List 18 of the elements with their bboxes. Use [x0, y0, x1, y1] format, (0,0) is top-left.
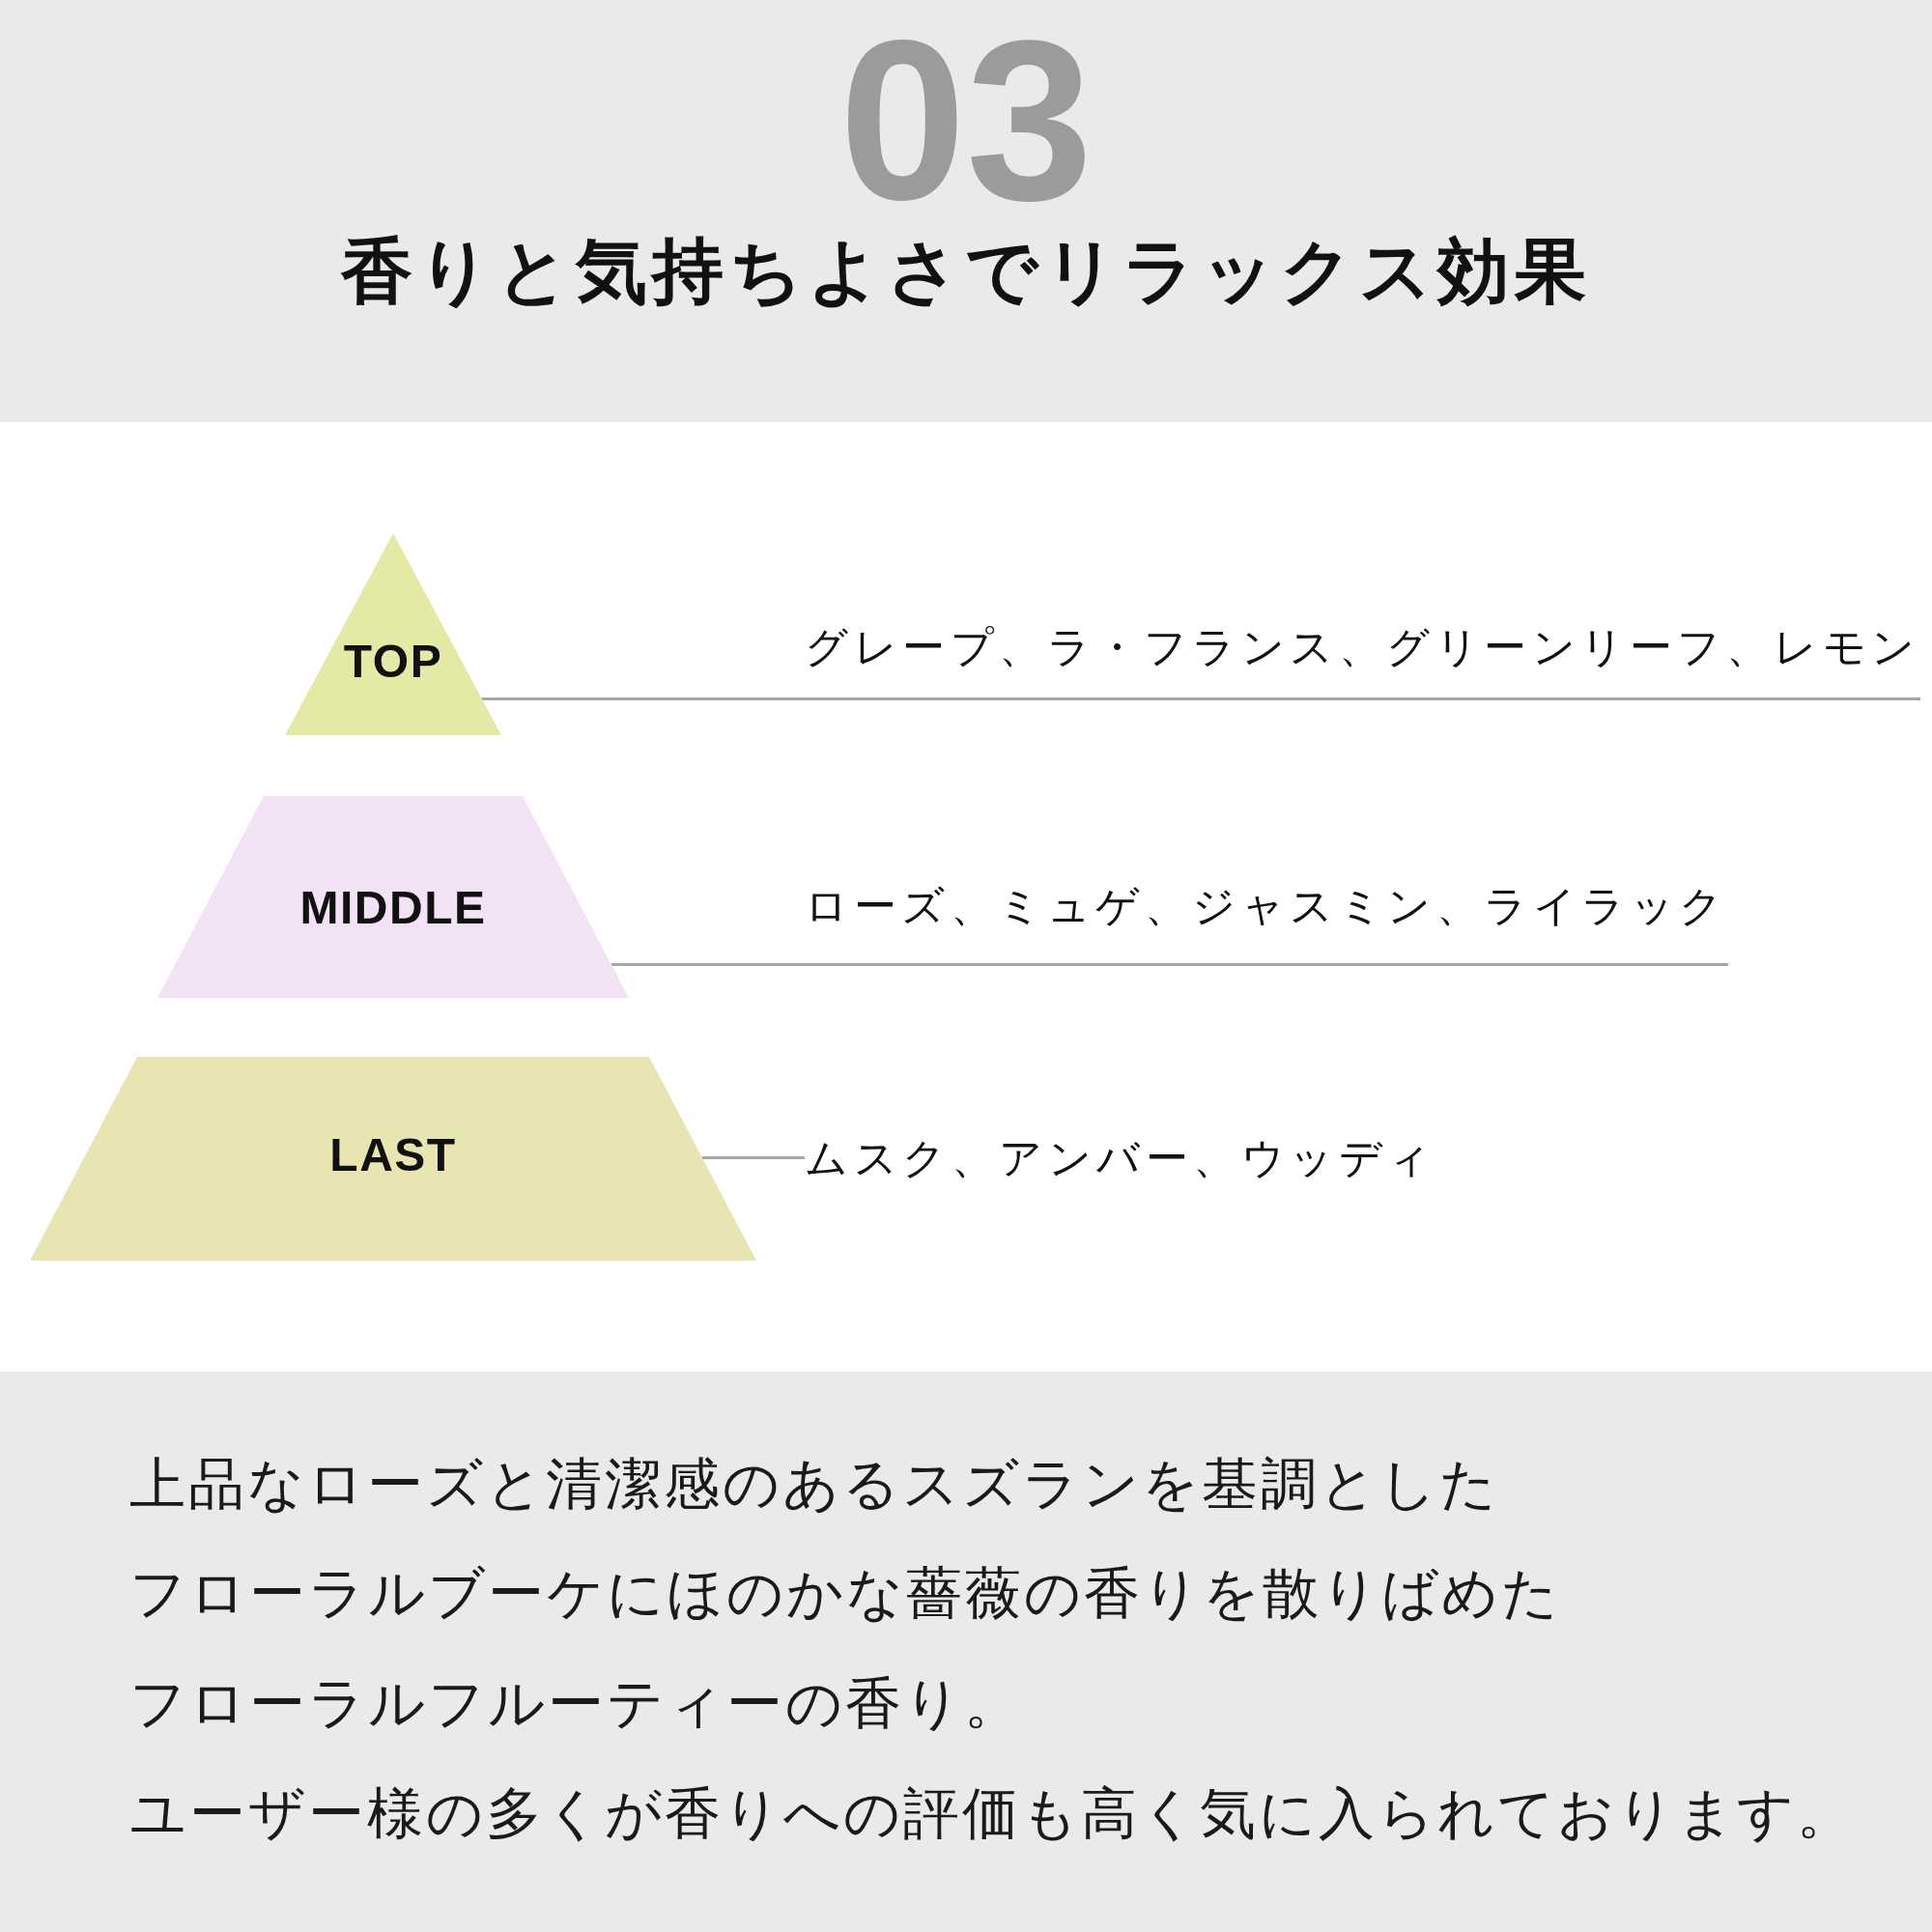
- description-text: 上品なローズと清潔感のあるスズランを基調とした: [129, 1450, 1499, 1518]
- note-list: ローズ、ミュゲ、ジャスミン、ライラック: [805, 880, 1728, 966]
- tier-label: MIDDLE: [299, 881, 487, 935]
- title: 香りと気持ちよさでリラックス効果: [341, 228, 1591, 314]
- note-list: グレープ、ラ・フランス、グリーンリーフ、レモン: [805, 621, 1920, 700]
- tier-label: TOP: [343, 635, 443, 689]
- description-text: フローラルブーケにほのかな薔薇の香りを散りばめた: [129, 1559, 1561, 1627]
- note-list: ムスク、アンバー、ウッディ: [805, 1132, 1436, 1183]
- pyramid-tier: [30, 1057, 756, 1261]
- pyramid-tier: [157, 796, 629, 998]
- leader-line: [611, 963, 805, 966]
- pyramid-tier: [285, 533, 501, 735]
- tier-label: LAST: [329, 1128, 457, 1182]
- description-text: ユーザー様の多くが香りへの評価も高く気に入られております。: [129, 1779, 1856, 1847]
- description-text: フローラルフルーティーの香り。: [129, 1669, 1023, 1737]
- leader-line: [701, 1156, 805, 1159]
- leader-line: [481, 697, 805, 700]
- section-number: 03: [838, 39, 1094, 203]
